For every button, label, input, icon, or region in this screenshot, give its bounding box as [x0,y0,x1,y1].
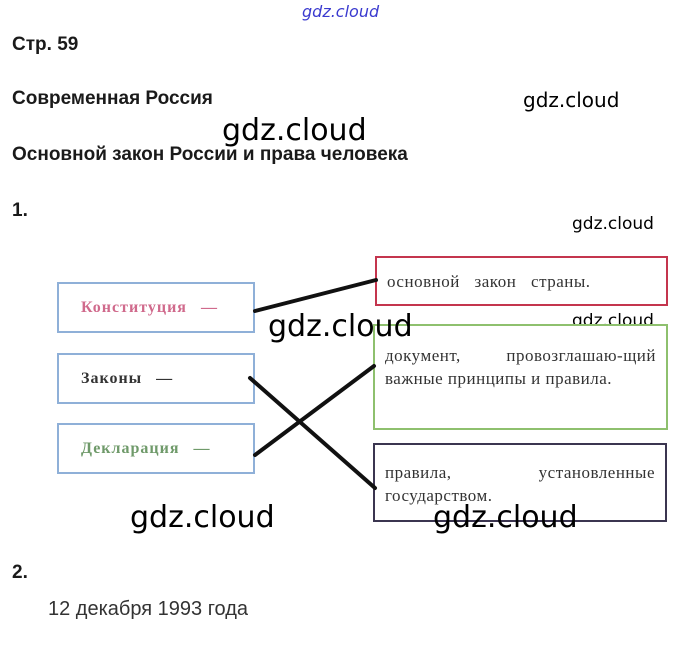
watermark: gdz.cloud [433,500,578,535]
term-label: Декларация [81,439,180,457]
watermark: gdz.cloud [130,500,275,535]
definition-text: основной закон страны. [387,271,591,291]
term-dash: — [193,439,211,457]
page-label: Стр. 59 [12,34,79,55]
task-number: 1. [12,200,28,221]
term-box-declaration: Декларация — [57,423,255,474]
term-dash: — [200,298,218,316]
watermark: gdz.cloud [572,214,654,234]
definition-text: документ, провозглашаю-щий важные принци… [385,346,656,388]
match-line-laws [248,376,377,490]
definition-box-declaration: документ, провозглашаю-щий важные принци… [373,324,668,430]
lesson-title: Основной закон России и права человека [12,144,408,165]
definition-box-laws: правила, установленные государством. [373,443,667,522]
term-dash: — [156,369,174,387]
term-label: Конституция [81,298,187,316]
term-box-laws: Законы — [57,353,255,404]
answer-date: 12 декабря 1993 года [48,598,249,620]
match-line-constitution [253,278,378,313]
definition-text: правила, установленные государством. [385,463,655,505]
watermark: gdz.cloud [268,309,413,344]
term-label: Законы [81,369,143,387]
watermark: gdz.cloud [523,88,620,112]
task-number: 2. [12,562,28,583]
match-line-declaration [253,364,376,457]
section-title: Современная Россия [12,88,213,109]
term-box-constitution: Конституция — [57,282,255,333]
watermark: gdz.cloud [222,113,367,148]
watermark: gdz.cloud [302,2,380,21]
